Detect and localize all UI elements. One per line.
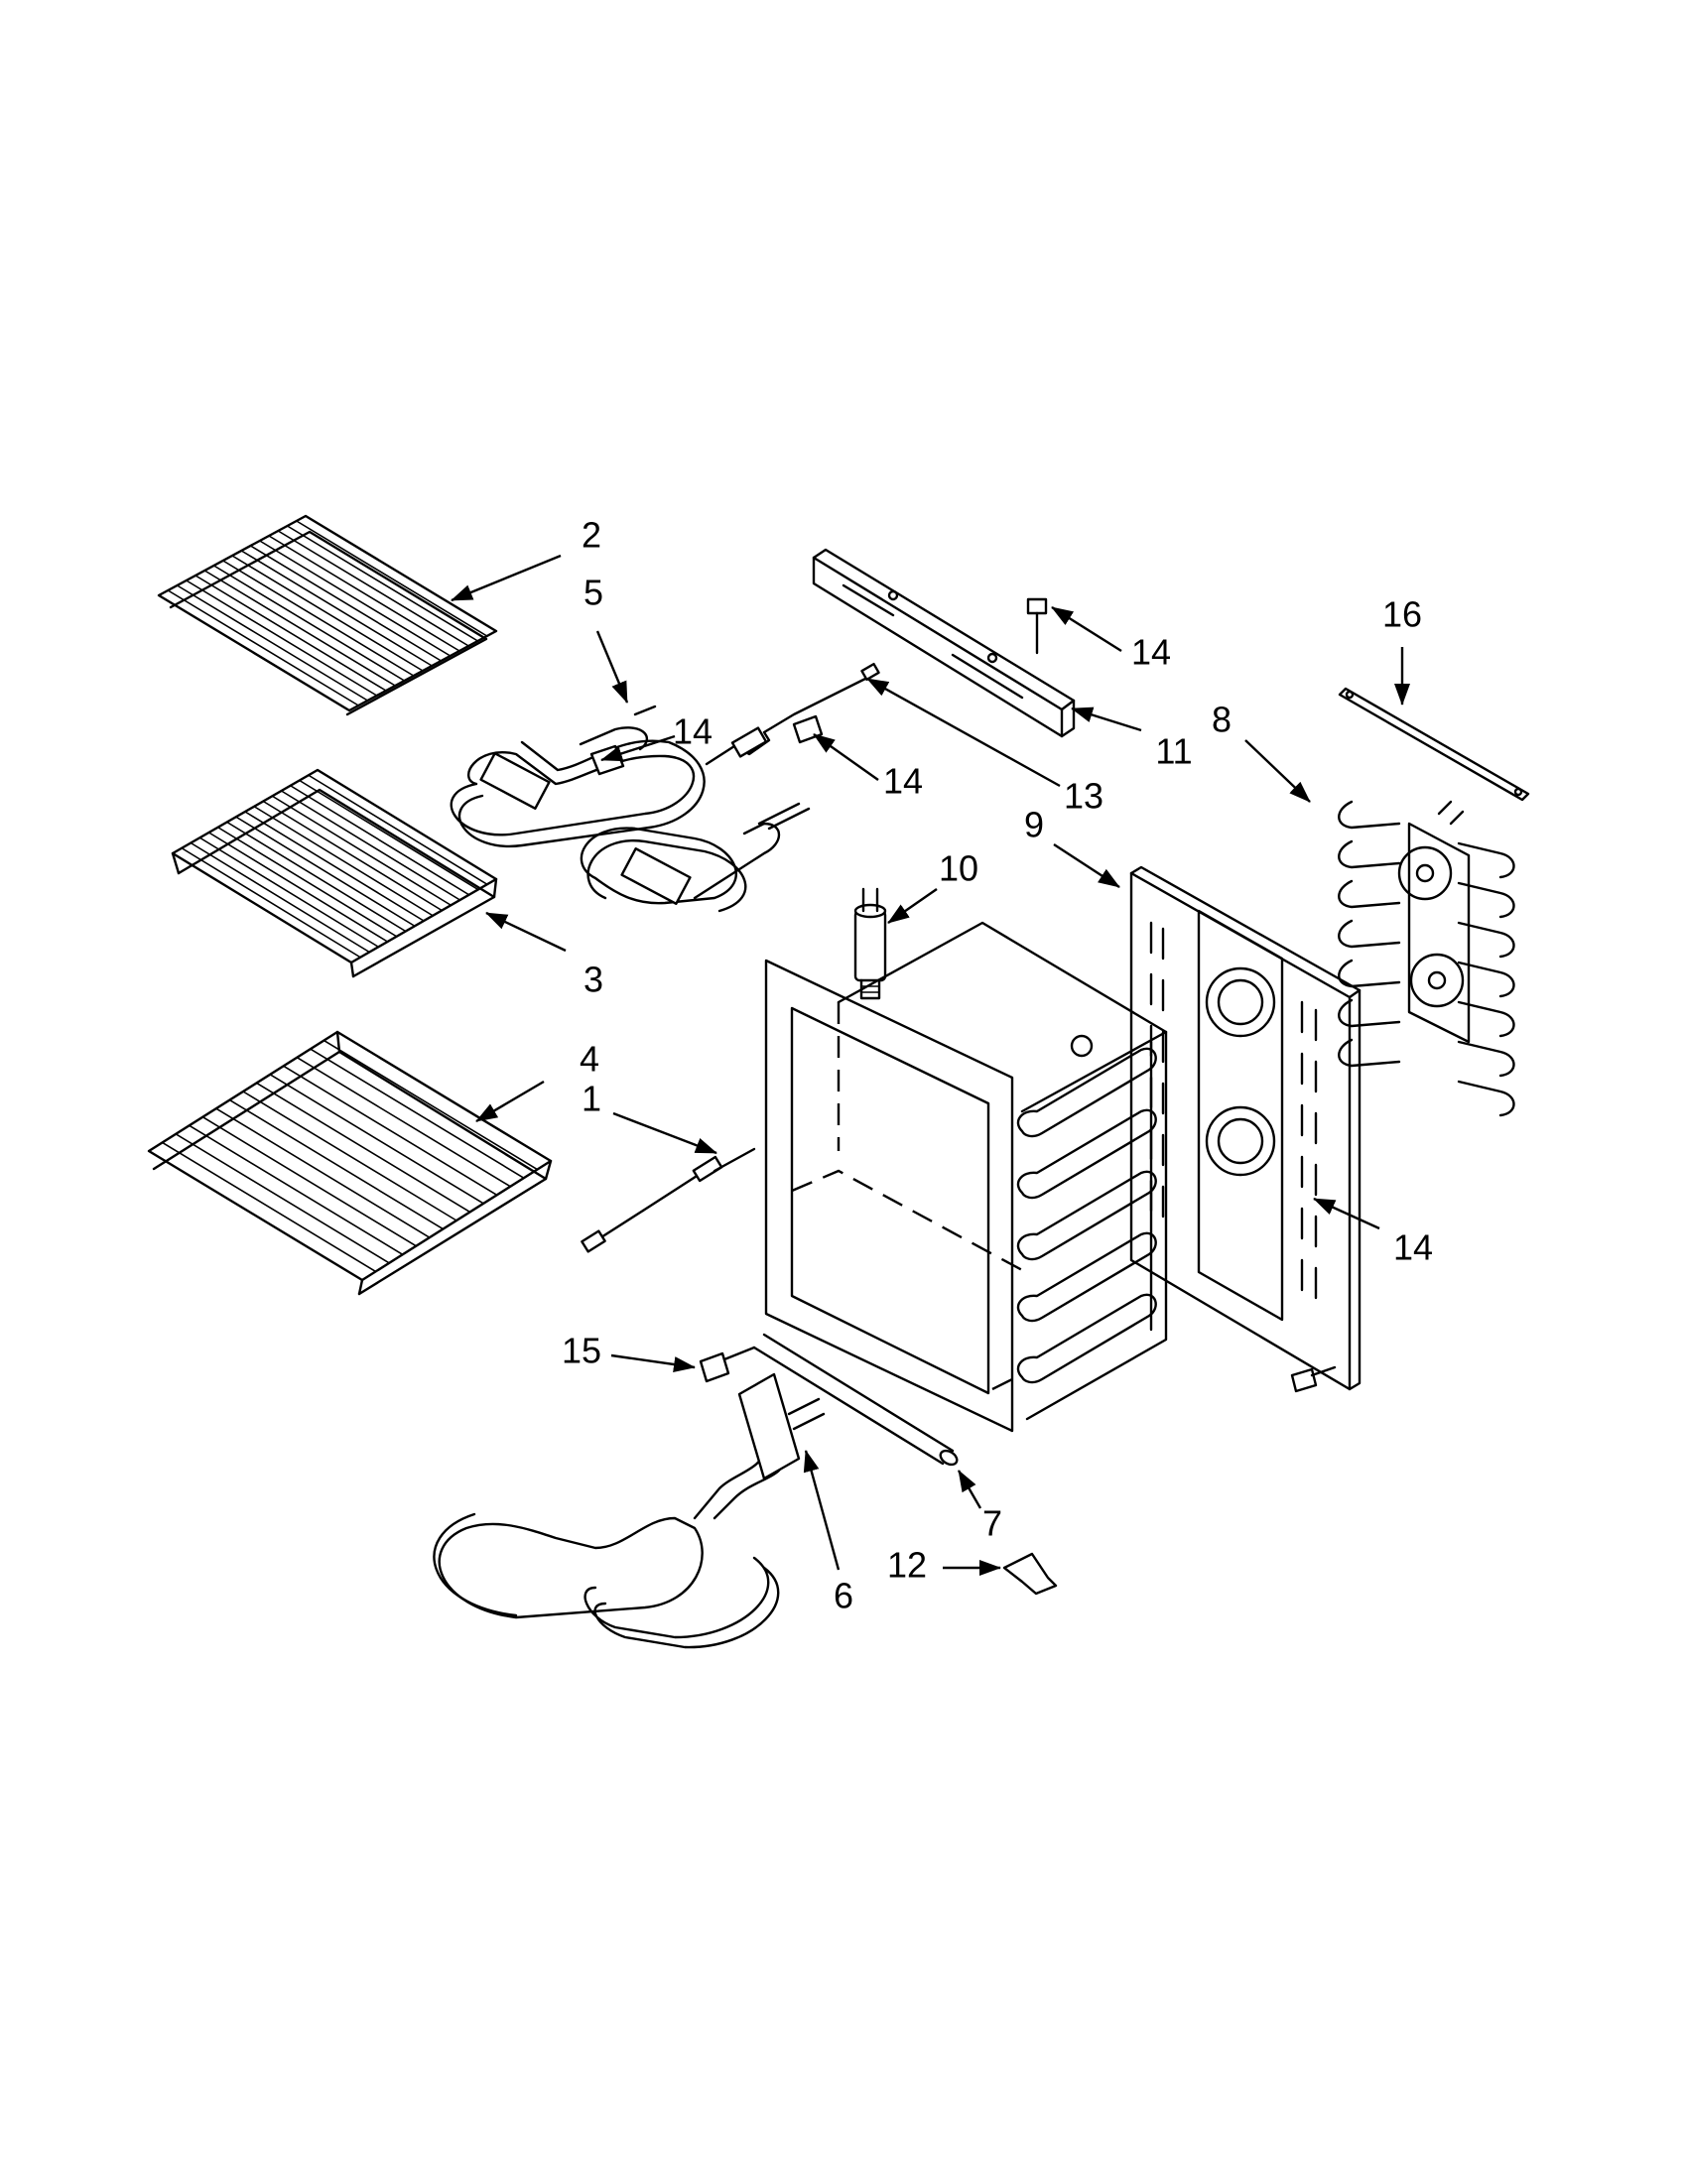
oven-rack-middle-part-3: [171, 768, 498, 978]
callout-3: 3: [584, 960, 603, 1000]
leader-6: [803, 1450, 841, 1571]
leader-14-element: [600, 734, 676, 762]
tube-part-7: [752, 1333, 959, 1467]
leader-7: [957, 1470, 982, 1509]
bake-element-part-5: [450, 705, 811, 913]
callout-1: 1: [582, 1079, 601, 1119]
leader-3: [485, 911, 567, 953]
leader-2: [451, 554, 562, 602]
thermal-fuse-part-10: [853, 887, 887, 1000]
callout-8: 8: [1212, 700, 1232, 740]
strip-part-16: [1338, 687, 1530, 802]
clip-part-12: [1002, 1552, 1058, 1596]
callout-14-panel: 14: [1393, 1227, 1433, 1268]
callout-7: 7: [982, 1503, 1002, 1544]
callout-2: 2: [582, 515, 601, 556]
callout-14-element: 14: [673, 711, 713, 752]
callout-5: 5: [584, 573, 603, 613]
callout-10: 10: [939, 848, 978, 889]
leader-1: [612, 1111, 717, 1155]
leader-11: [1071, 707, 1142, 732]
callout-14-wire: 14: [883, 761, 923, 802]
wire-harness-part-13: [705, 662, 880, 766]
leader-9: [1053, 842, 1120, 889]
leader-10: [887, 888, 938, 924]
callout-6: 6: [834, 1576, 853, 1616]
oven-cavity: [764, 921, 1168, 1433]
leader-5: [595, 630, 629, 704]
rear-panel-part-9: [1129, 865, 1362, 1391]
leader-4: [475, 1080, 545, 1123]
callout-9: 9: [1024, 805, 1044, 845]
callout-15: 15: [562, 1331, 601, 1371]
leader-lines: [451, 554, 1410, 1576]
leader-14-panel: [1313, 1197, 1380, 1230]
callout-14-top: 14: [1131, 632, 1171, 673]
screw-15: [699, 1346, 756, 1383]
screw-14-panel: [1290, 1365, 1337, 1393]
leader-14-top: [1051, 605, 1122, 653]
callout-16: 16: [1382, 594, 1422, 635]
leader-13: [866, 677, 1061, 788]
screw-14-top: [1026, 597, 1048, 655]
oven-rack-bottom-part-4: [147, 1030, 553, 1296]
leader-15: [610, 1353, 696, 1372]
callout-12: 12: [887, 1545, 927, 1586]
leader-8: [1244, 739, 1311, 803]
temperature-sensor-part-1: [581, 1147, 756, 1253]
callout-11: 11: [1155, 731, 1192, 772]
callout-13: 13: [1064, 776, 1103, 817]
bracket-part-11: [812, 548, 1076, 738]
oven-rack-top-part-2: [157, 514, 498, 716]
broil-element-part-6: [433, 1372, 826, 1649]
leader-14-wire: [813, 733, 879, 781]
callout-4: 4: [580, 1039, 599, 1080]
convection-element-part-8: [1338, 800, 1515, 1117]
callout-labels: 2 5 14 14 11 13 14 3 10 9 8 16 4 1 14 15…: [562, 515, 1433, 1616]
